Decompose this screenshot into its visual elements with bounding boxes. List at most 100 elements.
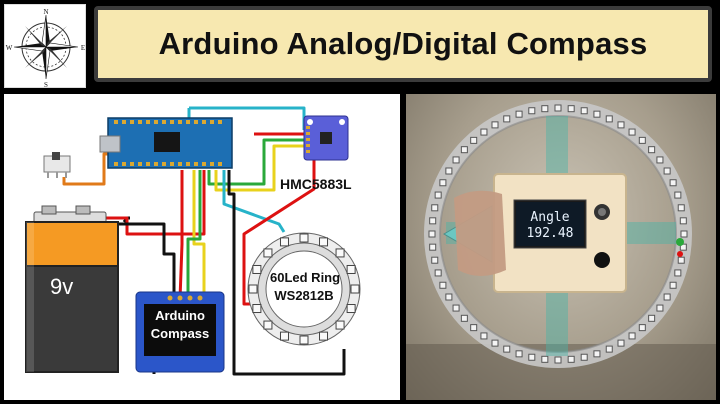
led-pixel (593, 110, 601, 118)
led-pixel (656, 156, 664, 164)
device-photo-drawing (406, 100, 716, 400)
led-pixel (434, 269, 442, 277)
led-pixel (674, 191, 682, 199)
led-pixel (663, 293, 671, 301)
led-pixel (541, 105, 549, 113)
led-pixel (429, 243, 437, 251)
led-pixel (528, 107, 536, 115)
led-pixel (554, 356, 562, 364)
led-pixel (470, 136, 478, 144)
led-pixel (346, 304, 356, 314)
led-pixel (470, 324, 478, 332)
led-pixel (605, 115, 613, 123)
led-pixel (428, 230, 436, 238)
led-pixel (429, 217, 437, 225)
led-pixel (491, 121, 499, 129)
page-title: Arduino Analog/Digital Compass (158, 26, 648, 61)
oled-label-line1: Arduino (155, 308, 205, 323)
led-pixel (434, 191, 442, 199)
led-pixel (248, 284, 258, 294)
led-pixel (503, 345, 511, 353)
led-pixel (480, 128, 488, 136)
led-pixel (319, 237, 329, 247)
led-pixel (628, 332, 636, 340)
led-pixel (638, 324, 646, 332)
arduino-nano (99, 117, 233, 169)
large-led-ring (424, 100, 692, 368)
led-pixel (663, 167, 671, 175)
led-pixel (669, 281, 677, 289)
led-pixel (335, 320, 345, 330)
led-pixel (567, 105, 575, 113)
led-pixel (263, 320, 273, 330)
led-pixel (656, 304, 664, 312)
compass-north-label: N (43, 8, 48, 16)
battery-9v (25, 205, 119, 373)
led-pixel (319, 331, 329, 341)
led-pixel (669, 179, 677, 187)
compass-east-label: E (81, 44, 85, 52)
led-pixel (445, 167, 453, 175)
led-pixel (648, 146, 656, 154)
ring-label-line2: WS2812B (274, 288, 334, 303)
ring-label-line1: 60Led Ring (270, 270, 341, 285)
compass-west-label: W (6, 44, 13, 52)
led-pixel (617, 121, 625, 129)
led-pixel (279, 237, 289, 247)
led-pixel (674, 269, 682, 277)
led-pixel (299, 335, 309, 345)
led-pixel (346, 264, 356, 274)
led-pixel (503, 115, 511, 123)
led-pixel (680, 230, 688, 238)
led-pixel (452, 156, 460, 164)
battery-label: 9v (50, 274, 74, 299)
led-pixel (515, 350, 523, 358)
led-pixel (679, 217, 687, 225)
led-pixel (299, 233, 309, 243)
led-pixel (515, 110, 523, 118)
compass-south-label: S (44, 81, 48, 89)
led-pixel (580, 107, 588, 115)
oled-label-line2: Compass (150, 326, 210, 341)
led-pixel (554, 104, 562, 112)
led-pixel (617, 339, 625, 347)
led-pixel (491, 339, 499, 347)
led-pixel (480, 332, 488, 340)
led-pixel (528, 353, 536, 361)
led-pixel (445, 293, 453, 301)
sensor-label: HMC5883L (280, 176, 352, 192)
led-pixel (677, 204, 685, 212)
compass-rose-icon: N S E W (6, 8, 85, 89)
oled-angle-value: 192.48 (526, 226, 574, 241)
slide-switch (43, 152, 71, 178)
led-ring (247, 232, 361, 346)
title-banner: Arduino Analog/Digital Compass (94, 6, 712, 82)
led-pixel (439, 179, 447, 187)
led-pixel (335, 248, 345, 258)
led-pixel (350, 284, 360, 294)
led-pixel (263, 248, 273, 258)
led-pixel (439, 281, 447, 289)
oled-display (135, 291, 225, 373)
led-pixel (580, 353, 588, 361)
led-pixel (628, 128, 636, 136)
led-pixel (452, 304, 460, 312)
led-pixel (460, 146, 468, 154)
led-pixel (431, 204, 439, 212)
device-photo: Angle 192.48 (406, 94, 716, 400)
led-pixel (431, 256, 439, 264)
hmc5883l-sensor (303, 115, 349, 161)
compass-logo: N S E W (4, 4, 86, 89)
led-pixel (605, 345, 613, 353)
led-pixel (460, 314, 468, 322)
led-pixel (541, 355, 549, 363)
led-pixel (567, 355, 575, 363)
wiring-diagram-drawing (25, 106, 361, 376)
led-pixel (677, 256, 685, 264)
led-pixel (279, 331, 289, 341)
wiring-diagram: 9v HMC5883L 60Led Ring WS2812B Arduino C… (4, 94, 400, 400)
oled-angle-label: Angle (530, 210, 570, 225)
led-pixel (593, 350, 601, 358)
led-pixel (252, 264, 262, 274)
led-pixel (648, 314, 656, 322)
